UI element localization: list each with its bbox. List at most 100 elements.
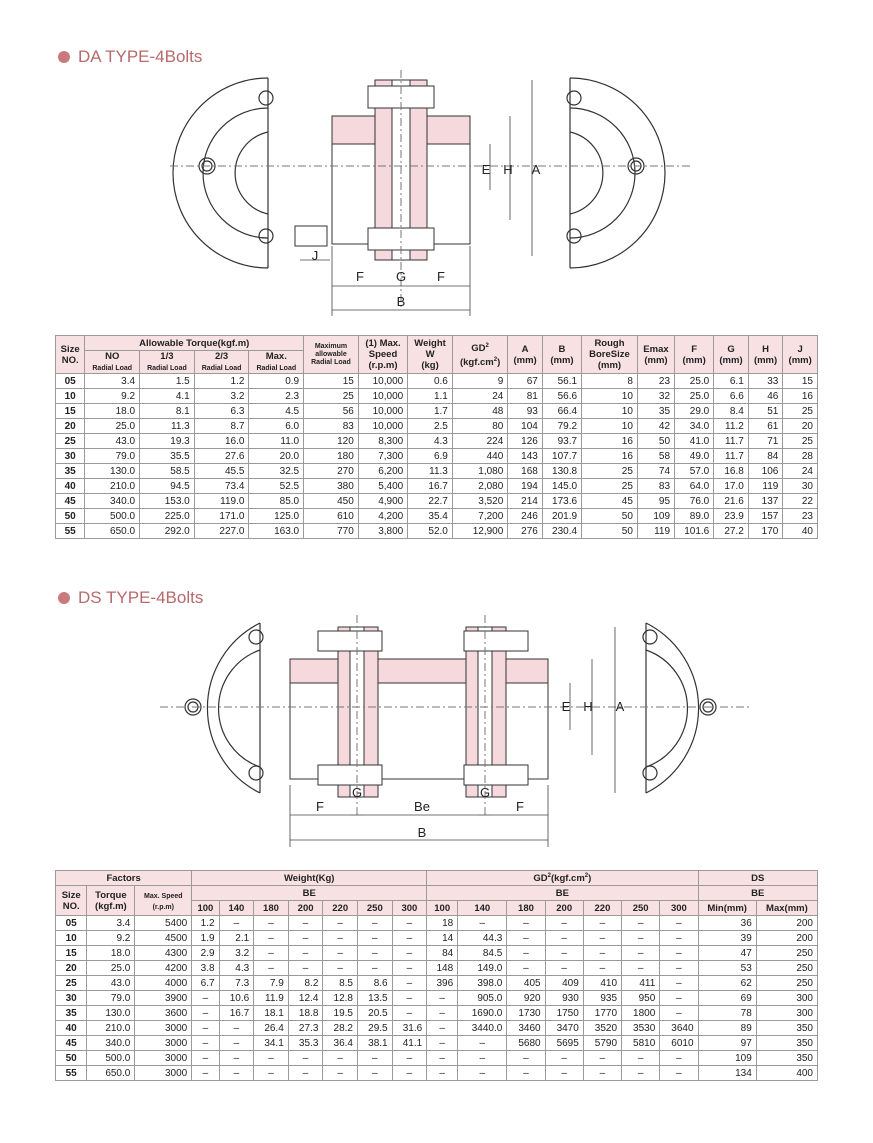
value-cell: 3.2	[193, 388, 250, 404]
value-cell: 10.6	[218, 990, 255, 1006]
ds-title-text: DS TYPE-4Bolts	[78, 588, 204, 607]
value-cell: –	[426, 1020, 459, 1036]
value-cell: 2.3	[248, 388, 305, 404]
value-cell: 3000	[134, 1050, 193, 1066]
value-cell: 84	[747, 448, 784, 464]
value-cell: 194	[507, 478, 543, 494]
value-cell: –	[506, 915, 546, 931]
value-cell: –	[506, 930, 546, 946]
value-cell: 95	[636, 493, 676, 509]
a-header: A(mm)	[507, 335, 543, 374]
value-cell: 3600	[134, 1005, 193, 1021]
value-cell: 905.0	[457, 990, 508, 1006]
da-label-f2: F	[437, 269, 445, 284]
value-cell: 8.1	[139, 403, 195, 419]
value-cell: –	[426, 990, 459, 1006]
value-cell: –	[322, 945, 358, 961]
value-cell: 210.0	[86, 1020, 136, 1036]
value-cell: 500.0	[86, 1050, 136, 1066]
ds-header: DS	[697, 870, 819, 886]
ds-coupling-drawing: F G Be G F B E H A	[160, 615, 750, 847]
value-cell: 250	[755, 975, 819, 991]
value-cell: 2,080	[451, 478, 509, 494]
value-cell: 32.5	[248, 463, 305, 479]
value-cell: 50	[636, 433, 676, 449]
value-cell: 106	[747, 463, 784, 479]
value-cell: 168	[507, 463, 543, 479]
value-cell: 18.0	[84, 403, 141, 419]
value-cell: 71	[747, 433, 784, 449]
size-cell: 15	[54, 945, 88, 961]
value-cell: 610	[303, 508, 359, 524]
size-cell: 50	[54, 1050, 88, 1066]
value-cell: 9.2	[86, 930, 136, 946]
weight-header: Weight(Kg)	[191, 870, 428, 886]
value-cell: 18.0	[86, 945, 136, 961]
value-cell: 79.0	[86, 990, 136, 1006]
size-cell: 45	[54, 493, 86, 509]
da-label-f1: F	[356, 269, 364, 284]
value-cell: –	[287, 1050, 324, 1066]
value-cell: 920	[506, 990, 546, 1006]
value-cell: 104	[507, 418, 543, 434]
value-cell: 7.9	[253, 975, 289, 991]
value-cell: 51	[747, 403, 784, 419]
value-cell: 10,000	[357, 373, 409, 389]
size-cell: 30	[54, 448, 86, 464]
value-cell: –	[391, 915, 428, 931]
value-cell: –	[544, 930, 584, 946]
value-cell: 3000	[134, 1035, 193, 1051]
value-cell: 170	[747, 523, 784, 539]
value-cell: 2.5	[407, 418, 453, 434]
value-cell: 17.0	[713, 478, 749, 494]
value-cell: 24	[782, 463, 818, 479]
f-header: F(mm)	[674, 335, 715, 374]
value-cell: 18.8	[287, 1005, 324, 1021]
value-cell: –	[582, 945, 623, 961]
value-cell: 3440.0	[457, 1020, 508, 1036]
da-title-text: DA TYPE-4Bolts	[78, 47, 203, 66]
size-cell: 20	[54, 418, 86, 434]
value-cell: 130.0	[86, 1005, 136, 1021]
value-cell: 8.5	[322, 975, 358, 991]
value-cell: –	[506, 1065, 546, 1081]
value-cell: 405	[506, 975, 546, 991]
value-cell: 270	[303, 463, 359, 479]
value-cell: –	[506, 1050, 546, 1066]
ds-label-f1: F	[316, 799, 324, 814]
value-cell: 16	[581, 433, 638, 449]
value-cell: 97	[697, 1035, 757, 1051]
value-cell: –	[253, 1065, 289, 1081]
value-cell: 171.0	[193, 508, 250, 524]
value-cell: 1.2	[193, 373, 250, 389]
value-cell: 29.0	[674, 403, 715, 419]
value-cell: 25	[303, 388, 359, 404]
value-cell: 94.5	[139, 478, 195, 494]
value-cell: 25	[581, 478, 638, 494]
value-cell: 93	[507, 403, 543, 419]
value-cell: 130.0	[84, 463, 141, 479]
value-cell: –	[659, 1050, 699, 1066]
value-cell: 3.4	[84, 373, 141, 389]
value-cell: –	[582, 960, 623, 976]
value-cell: –	[253, 945, 289, 961]
size-cell: 25	[54, 975, 88, 991]
value-cell: –	[506, 960, 546, 976]
value-cell: 27.6	[193, 448, 250, 464]
be-column-header: 220	[582, 900, 623, 916]
value-cell: 15	[782, 373, 818, 389]
value-cell: 6.0	[248, 418, 305, 434]
value-cell: 4.5	[248, 403, 305, 419]
da-label-e: E	[482, 162, 491, 177]
value-cell: 250	[755, 945, 819, 961]
value-cell: 3000	[134, 1020, 193, 1036]
